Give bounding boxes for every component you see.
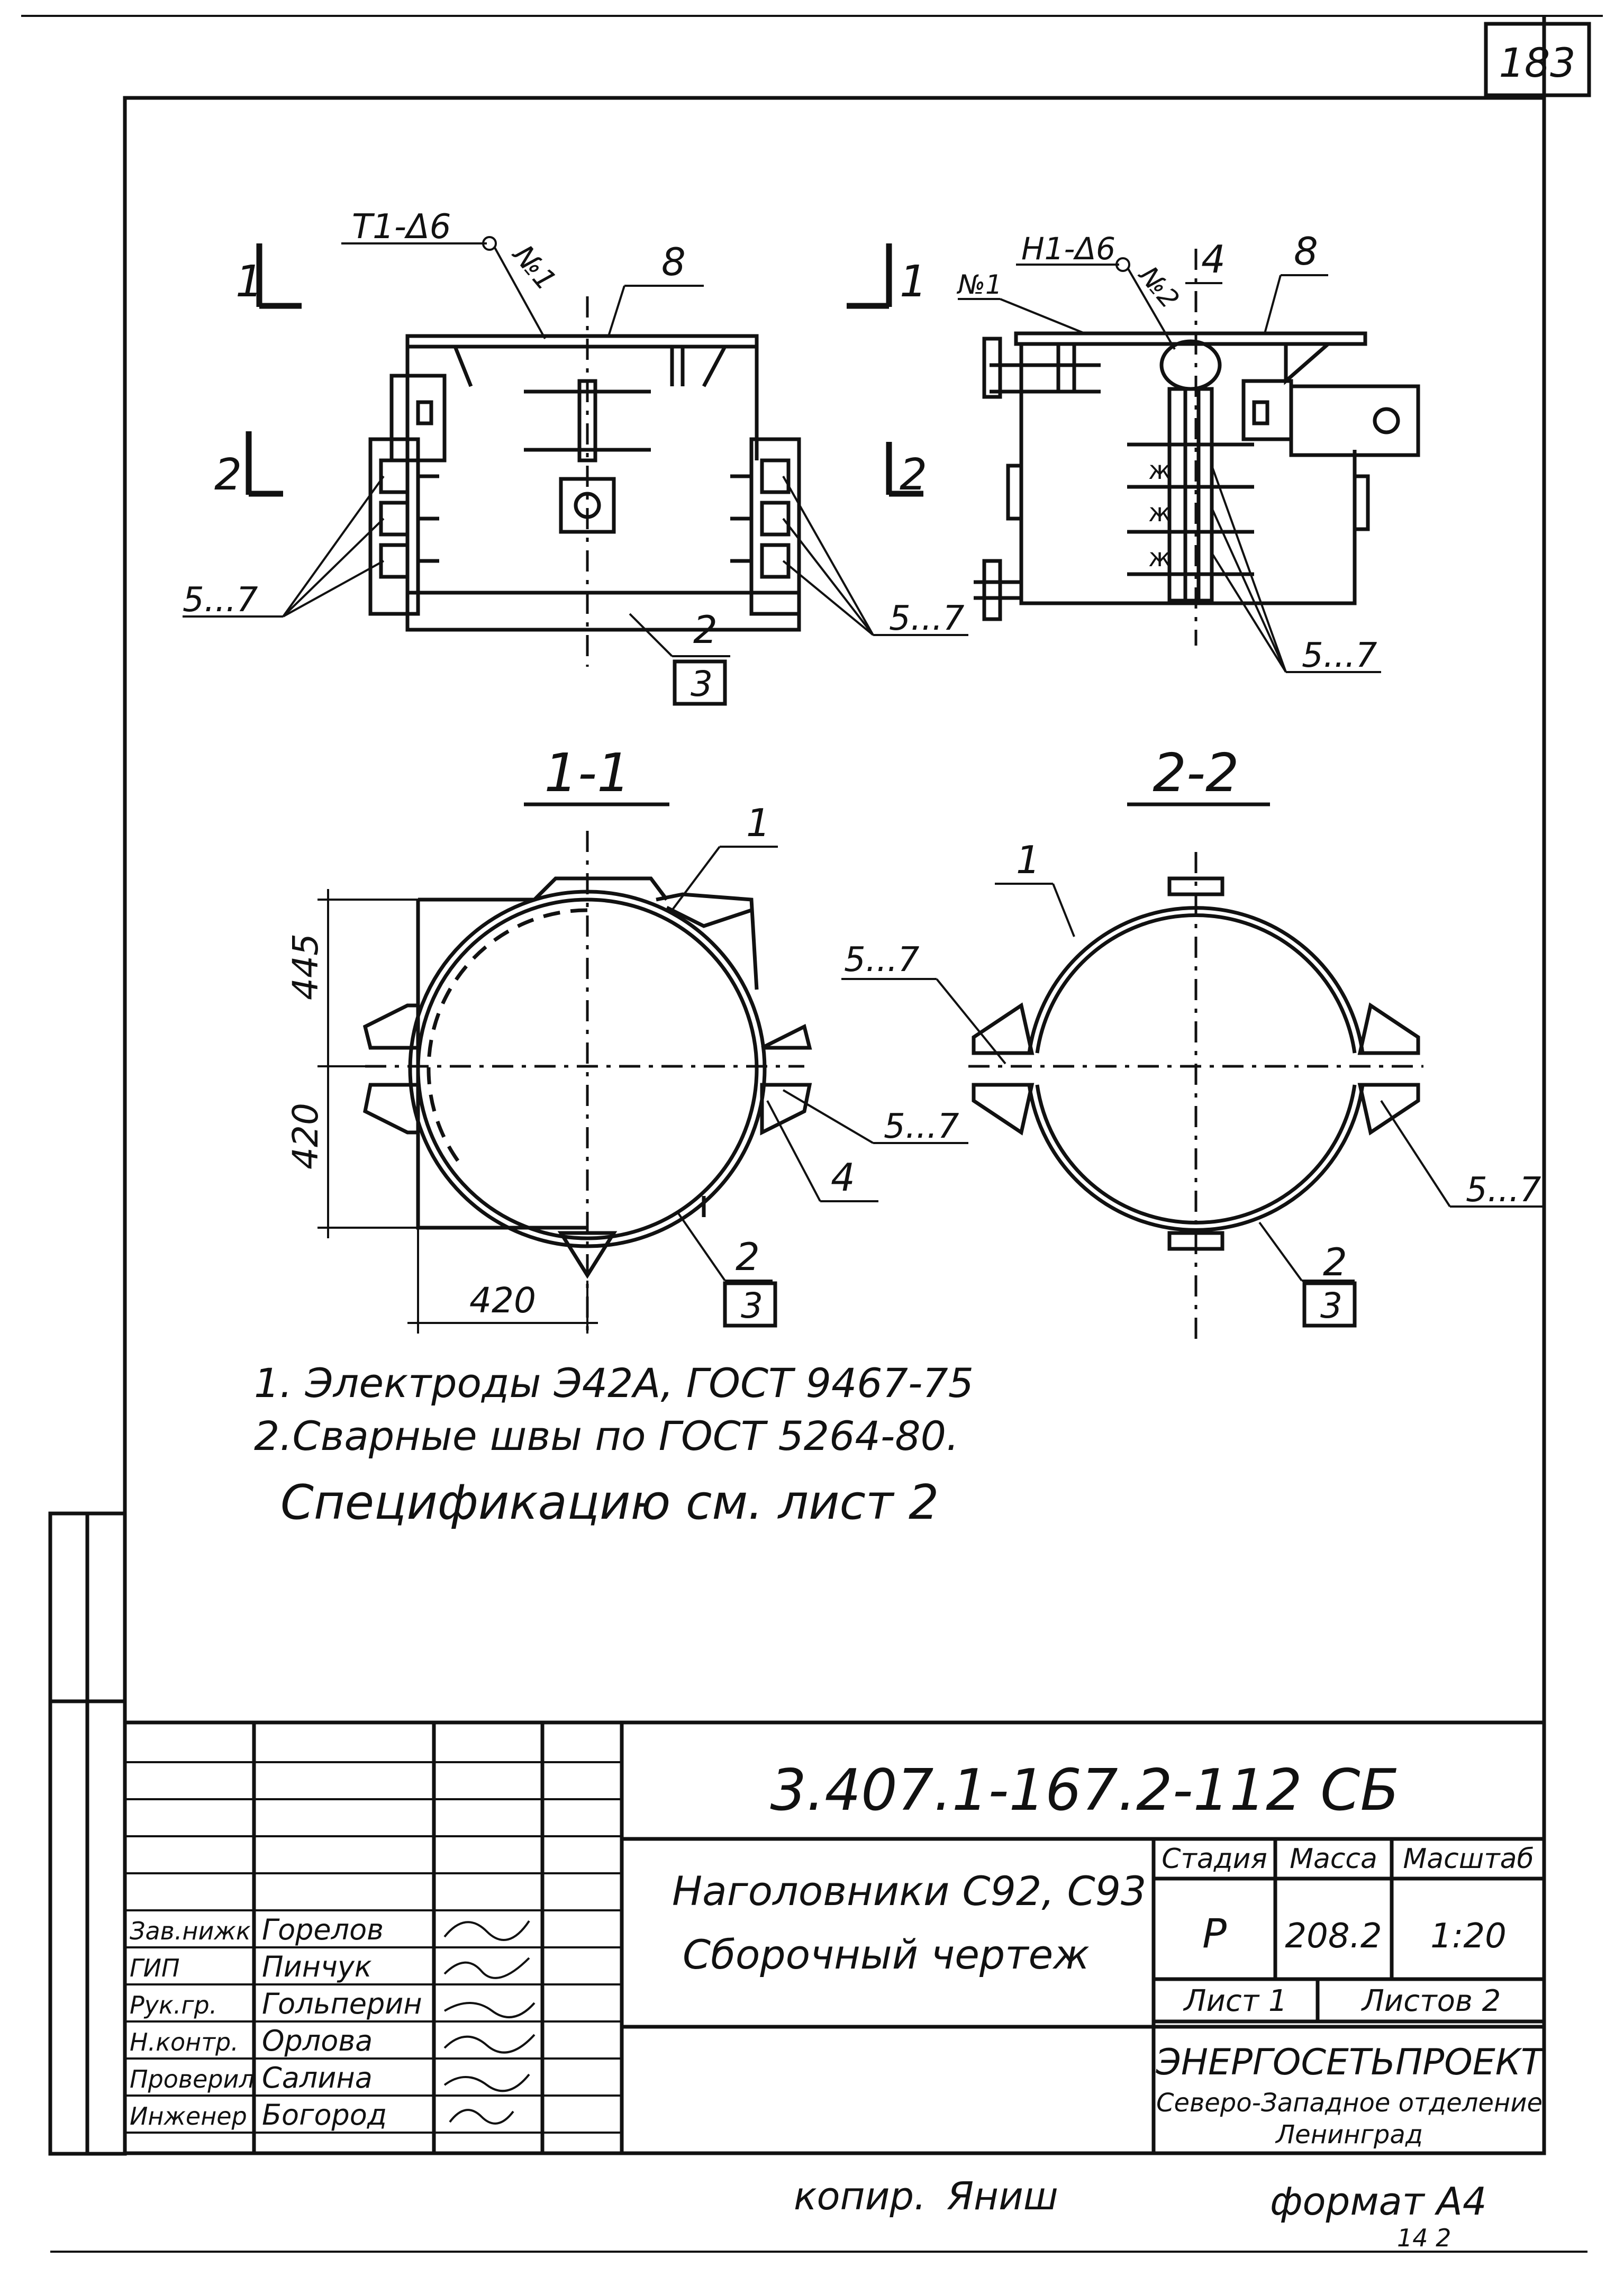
signer-name-6: Богород	[262, 2098, 387, 2132]
top-right-view: ж ж ж Н1-Δ6 №2 №1 4 8 5...7	[956, 229, 1420, 675]
section-1-1-view: 1-1 445 420 420 1 5...7	[285, 742, 968, 1339]
signer-role-1: Зав.нижк.	[130, 1917, 258, 1945]
section-1-1-title: 1-1	[544, 742, 630, 804]
signer-role-3: Рук.гр.	[130, 1991, 217, 2019]
top-plate-8	[405, 334, 759, 349]
item-2-label-2-2: 2	[1323, 1240, 1347, 1284]
signer-role-4: Н.контр.	[130, 2028, 239, 2056]
signatures	[443, 1920, 536, 2125]
signer-name-5: Салина	[262, 2061, 373, 2094]
svg-text:ж: ж	[1148, 498, 1171, 528]
section-2-2-title: 2-2	[1153, 742, 1239, 804]
corner-note: 14 2	[1397, 2224, 1451, 2252]
items-5-7-right-label: 5...7	[889, 599, 965, 638]
weld-symbol-t1: Т1-Δ6	[352, 207, 451, 247]
page-number: 183	[1499, 39, 1575, 86]
dim-445: 445	[285, 933, 326, 1000]
organization-name: ЭНЕРГОСЕТЬПРОЕКТ	[1155, 2042, 1545, 2083]
organization-dept: Северо-Западное отделение	[1156, 2088, 1543, 2118]
sheet-number: Лист 1	[1183, 1984, 1287, 2018]
drawing-code: 3.407.1-167.2-112 СБ	[770, 1757, 1399, 1824]
signer-name-2: Пинчук	[262, 1950, 372, 1983]
item-2-label: 2	[693, 607, 718, 652]
item-2-label-1-1: 2	[736, 1235, 760, 1279]
weld-number-1: №1	[506, 238, 563, 297]
item-8-label-right: 8	[1294, 229, 1318, 274]
stage-header: Стадия	[1162, 1843, 1267, 1875]
section-2-2-view: 2-2 1 5...7 5...7 2 3	[841, 742, 1544, 1339]
weld-number-1-right: №1	[956, 269, 1002, 300]
item-8-label: 8	[661, 240, 686, 284]
upper-half-shell	[1027, 906, 1365, 1054]
organization-city: Ленинград	[1275, 2120, 1423, 2150]
items-5-7-bottom-label: 5...7	[1302, 636, 1377, 675]
format-label: формат А4	[1270, 2179, 1487, 2224]
item-4-hub	[1159, 339, 1222, 391]
weld-symbol-h1: Н1-Δ6	[1021, 231, 1115, 267]
copied-label: копир.	[794, 2174, 926, 2218]
scale-value: 1:20	[1430, 1917, 1507, 1956]
mass-header: Масса	[1290, 1843, 1377, 1875]
stage-value: Р	[1202, 1910, 1227, 1957]
dim-420-vertical: 420	[285, 1103, 326, 1169]
note-2: 2.Сварные швы по ГОСТ 5264-80.	[254, 1412, 959, 1459]
weld-number-2: №2	[1132, 259, 1185, 314]
signer-name-4: Орлова	[262, 2024, 373, 2057]
signer-role-5: Проверил	[130, 2065, 255, 2093]
scale-header: Масштаб	[1403, 1843, 1534, 1875]
item-4-label-1-1: 4	[831, 1155, 855, 1200]
signer-name-1: Горелов	[262, 1913, 384, 1946]
signer-role-2: ГИП	[130, 1954, 180, 1982]
signer-name-3: Гольперин	[262, 1987, 422, 2020]
page-number-box	[1484, 22, 1591, 97]
drawing-title-line-2: Сборочный чертеж	[683, 1931, 1090, 1978]
right-bracket-5-7	[749, 437, 801, 616]
item-1-label-1-1: 1	[746, 801, 770, 845]
left-bracket-5-7	[368, 437, 420, 616]
title-block: 3.407.1-167.2-112 СБ Наголовники С92, С9…	[125, 1720, 1545, 2153]
top-plate-8-right	[1014, 331, 1367, 346]
item-5-7-left-label-2-2: 5...7	[844, 940, 920, 980]
signer-role-6: Инженер	[130, 2102, 247, 2130]
lower-half-shell	[1027, 1084, 1365, 1232]
svg-text:ж: ж	[1148, 456, 1171, 485]
svg-text:ж: ж	[1148, 543, 1171, 573]
section-mark-1-right: 1	[900, 257, 927, 307]
item-4-label-right: 4	[1201, 237, 1226, 282]
section-mark-2-left: 2	[214, 450, 242, 500]
item-5-7-right-label-2-2: 5...7	[1466, 1171, 1541, 1210]
item-1-label-2-2: 1	[1016, 838, 1040, 882]
note-1: 1. Электроды Э42А, ГОСТ 9467-75	[254, 1359, 974, 1407]
item-3-label-1-1: 3	[741, 1285, 763, 1326]
dim-420-horizontal: 420	[469, 1280, 536, 1321]
items-5-7-left-label: 5...7	[183, 581, 258, 620]
item-3-label-2-2: 3	[1320, 1285, 1342, 1326]
sheets-total: Листов 2	[1361, 1984, 1501, 2018]
item-3-label: 3	[691, 664, 713, 704]
right-bolt-plate	[1289, 384, 1420, 457]
center-bolt-plate	[559, 477, 616, 534]
top-left-view: 1 2 1 2	[183, 207, 968, 706]
note-3: Спецификацию см. лист 2	[280, 1475, 939, 1530]
copied-name: Яниш	[947, 2174, 1058, 2218]
item-5-7-label-1-1: 5...7	[884, 1107, 959, 1146]
mass-value: 208.2	[1285, 1917, 1382, 1956]
drawing-title-line-1: Наголовники С92, С93	[672, 1867, 1146, 1915]
